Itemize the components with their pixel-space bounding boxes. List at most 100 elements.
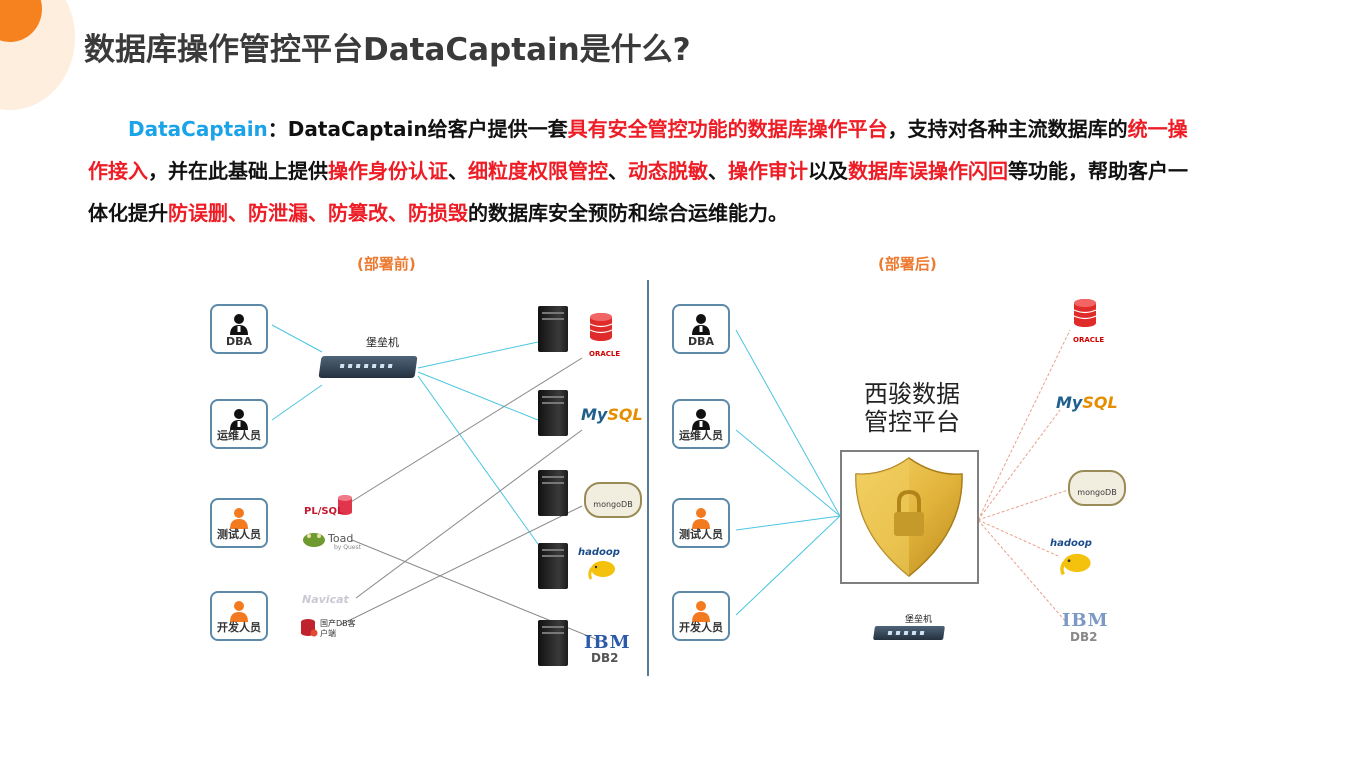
intro-text-4: 以及 xyxy=(808,159,848,183)
intro-sep-1: 、 xyxy=(448,159,468,183)
hadoop-elephant-icon xyxy=(588,561,615,580)
plsql-label: PL/SQL xyxy=(304,506,344,517)
mysql-label-b: SQL xyxy=(1082,393,1118,412)
mongo-logo: mongoDB xyxy=(1068,470,1126,506)
ops-icon xyxy=(692,409,710,430)
page-title: 数据库操作管控平台DataCaptain是什么? xyxy=(84,32,691,68)
user-label: DBA xyxy=(225,335,253,348)
intro-sep-3: 、 xyxy=(708,159,728,183)
user-label: 开发人员 xyxy=(217,621,261,634)
user-label: 运维人员 xyxy=(217,429,261,442)
shield-lock-icon xyxy=(855,457,963,577)
tester-icon xyxy=(692,508,710,529)
intro-highlight-4: 细粒度权限管控 xyxy=(468,159,608,183)
user-test-before: 测试人员 xyxy=(210,498,268,548)
link-platform-hadoop xyxy=(977,519,1059,557)
user-label: 开发人员 xyxy=(679,621,723,634)
label-before: (部署前) xyxy=(357,255,416,273)
link-platform-mongo xyxy=(977,489,1069,521)
intro-text-3: ，并在此基础上提供 xyxy=(148,159,328,183)
intro-text-6: 的数据库安全预防和综合运维能力。 xyxy=(468,201,788,225)
ibm-label: IBM xyxy=(1062,610,1109,631)
hadoop-label: hadoop xyxy=(578,547,620,558)
user-dev-after: 开发人员 xyxy=(672,591,730,641)
mysql-logo: MySQL xyxy=(1056,393,1118,412)
intro-highlight-6: 操作审计 xyxy=(728,159,808,183)
user-test-after: 测试人员 xyxy=(672,498,730,548)
domestic-db-icon xyxy=(301,619,318,637)
hadoop-label: hadoop xyxy=(1050,538,1092,549)
user-label: 运维人员 xyxy=(679,429,723,442)
developer-icon xyxy=(692,601,710,622)
intro-text-1: DataCaptain给客户提供一套 xyxy=(287,117,568,141)
user-ops-after: 运维人员 xyxy=(672,399,730,449)
intro-text-2: ，支持对各种主流数据库的 xyxy=(887,117,1128,141)
toad-sublabel: by Quest xyxy=(334,544,361,551)
link-navicat-mysql xyxy=(355,429,583,599)
mysql-label-a: My xyxy=(1056,393,1083,412)
user-dev-before: 开发人员 xyxy=(210,591,268,641)
mongo-logo: mongoDB xyxy=(584,482,642,518)
oracle-label: ORACLE xyxy=(589,350,621,358)
intro-text-5: 等功能，帮助客户一体化提升 xyxy=(88,159,1188,225)
intro-brand: DataCaptain xyxy=(128,117,268,141)
plsql-db-icon xyxy=(338,495,352,515)
user-label: DBA xyxy=(687,335,715,348)
label-after: (部署后) xyxy=(878,255,937,273)
user-ops-before: 运维人员 xyxy=(210,399,268,449)
bastion-device-icon xyxy=(318,356,418,378)
intro-highlight-1: 具有安全管控功能的数据库操作平台 xyxy=(567,117,888,141)
link-bastion-oracle xyxy=(417,341,539,369)
link-plsql-oracle xyxy=(345,357,583,506)
db2-label: DB2 xyxy=(1070,630,1098,644)
mysql-logo: MySQL xyxy=(581,405,643,424)
intro-highlight-2: 统一操作接入 xyxy=(88,117,1188,183)
link-domestic-mongo xyxy=(339,505,583,626)
server-icon xyxy=(538,543,568,589)
toad-icon xyxy=(303,533,325,547)
link-dba-bastion xyxy=(271,324,323,353)
server-icon xyxy=(538,470,568,516)
dba-icon xyxy=(230,314,248,335)
server-icon xyxy=(538,306,568,352)
link-after-ops xyxy=(735,429,841,517)
link-after-test xyxy=(735,515,841,531)
domestic-db-label: 国产DB客户端 xyxy=(320,619,356,638)
user-dba-before: DBA xyxy=(210,304,268,354)
oracle-label: ORACLE xyxy=(1073,336,1105,344)
bastion-small-icon xyxy=(873,626,945,640)
dba-icon xyxy=(692,314,710,335)
user-label: 测试人员 xyxy=(217,528,261,541)
oracle-db-icon xyxy=(1073,299,1097,327)
intro-colon: ： xyxy=(267,117,288,141)
link-bastion-hadoop xyxy=(417,375,539,545)
ibm-label: IBM xyxy=(584,632,631,653)
platform-title: 西骏数据管控平台 xyxy=(864,380,960,436)
link-platform-mysql xyxy=(977,409,1061,521)
bastion-small-label: 堡垒机 xyxy=(905,615,933,625)
navicat-label: Navicat xyxy=(302,593,349,606)
intro-highlight-8: 防误删、防泄漏、防篡改、防损毁 xyxy=(168,201,468,225)
intro-highlight-7: 数据库误操作闪回 xyxy=(848,159,1008,183)
link-ops-bastion xyxy=(271,384,323,421)
link-platform-db2 xyxy=(977,519,1067,623)
link-after-dba xyxy=(735,329,841,517)
tester-icon xyxy=(230,508,248,529)
oracle-db-icon xyxy=(589,313,613,341)
server-icon xyxy=(538,390,568,436)
intro-highlight-3: 操作身份认证 xyxy=(328,159,448,183)
bastion-label: 堡垒机 xyxy=(366,336,399,349)
ops-icon xyxy=(230,409,248,430)
intro-sep-2: 、 xyxy=(608,159,628,183)
mysql-label-a: My xyxy=(581,405,608,424)
link-bastion-mysql xyxy=(417,371,539,421)
intro-paragraph: DataCaptain：DataCaptain给客户提供一套具有安全管控功能的数… xyxy=(88,108,1188,234)
toad-label: Toad xyxy=(328,532,354,545)
link-platform-oracle xyxy=(977,329,1071,521)
intro-highlight-5: 动态脱敏 xyxy=(628,159,708,183)
hadoop-elephant-icon xyxy=(1060,553,1091,576)
server-icon xyxy=(538,620,568,666)
user-dba-after: DBA xyxy=(672,304,730,354)
platform-shield-frame xyxy=(840,450,979,584)
